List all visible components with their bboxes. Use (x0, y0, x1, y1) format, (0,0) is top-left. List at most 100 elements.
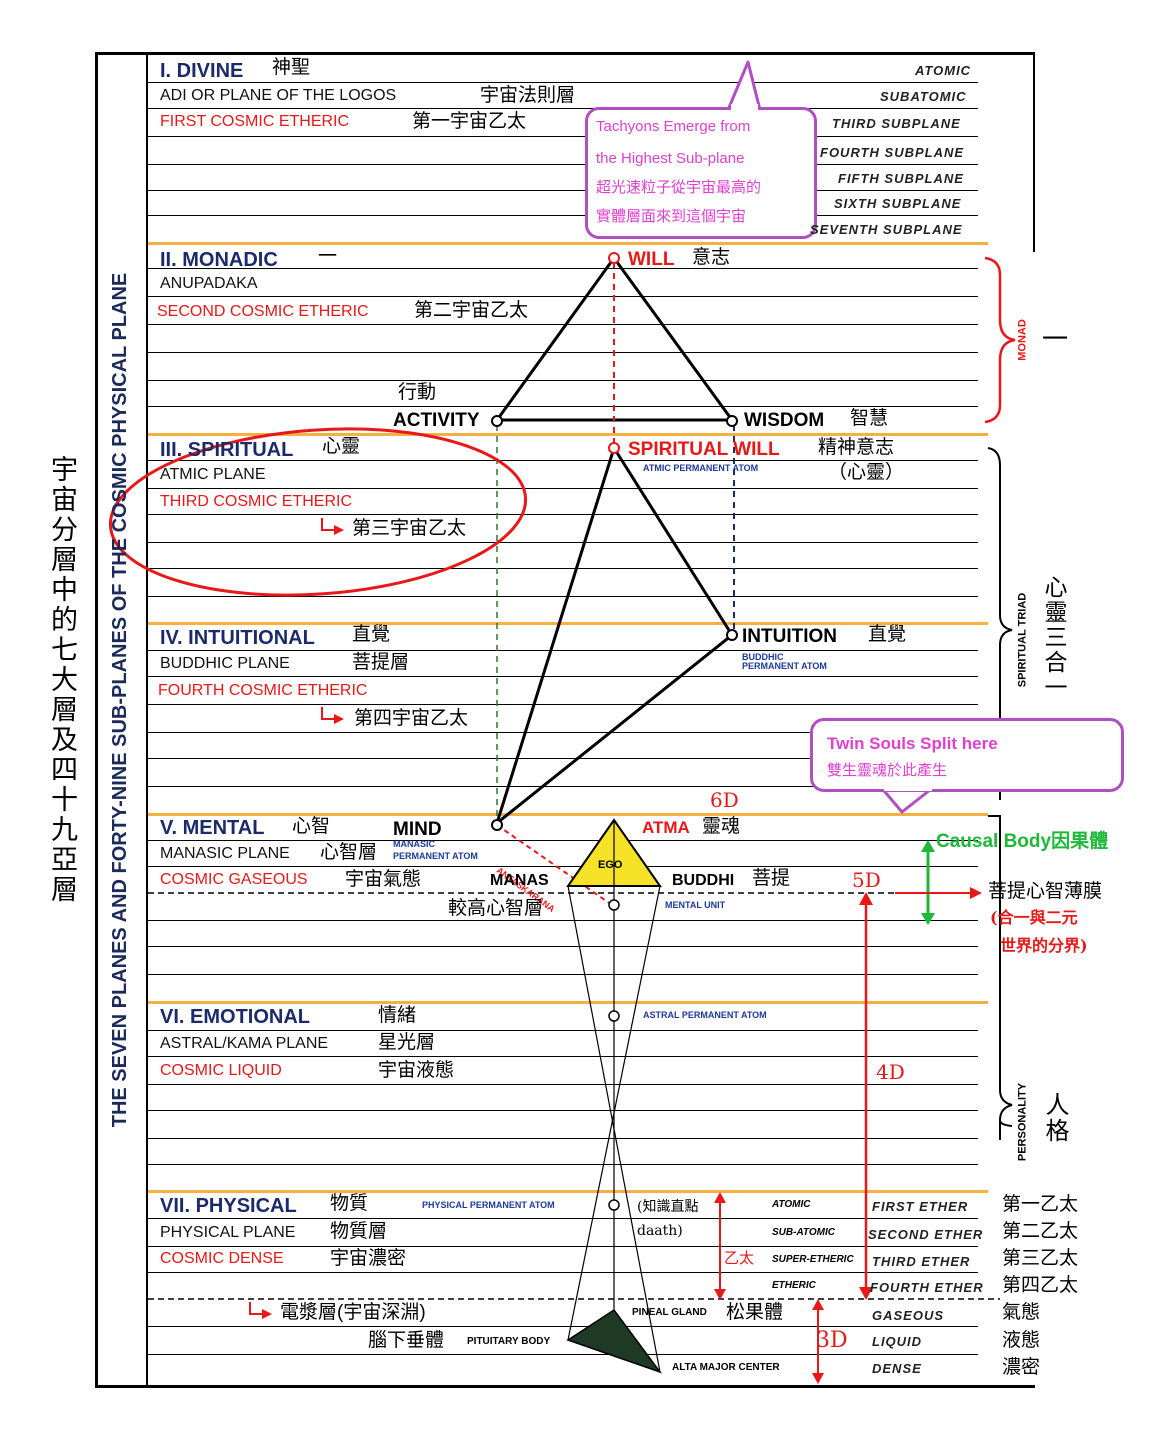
plane-6-line3: COSMIC LIQUID (160, 1062, 282, 1079)
subplane-subatomic: SUBATOMIC (880, 89, 967, 104)
membrane-note-1: (合一與二元 (990, 908, 1078, 927)
pituitary-label: PITUITARY BODY (467, 1336, 551, 1347)
plane-7-line2: PHYSICAL PLANE (160, 1224, 296, 1241)
spiritual-will-label: SPIRITUAL WILL (628, 439, 780, 460)
phys-sub-zh-2: 第二乙太 (1002, 1221, 1079, 1242)
plane-3-line3-zh: 第三宇宙乙太 (352, 518, 467, 539)
plane-6-zh: 情緒 (378, 1005, 417, 1026)
plane-separator-2 (148, 242, 988, 245)
plane-2-line3: SECOND COSMIC ETHERIC (157, 303, 369, 320)
plane-6-title: VI. EMOTIONAL (160, 1006, 310, 1028)
wisdom-label: WISDOM (744, 410, 825, 431)
group-monad-zh: 一 (1042, 324, 1069, 354)
ether-zh: 乙太 (724, 1250, 755, 1267)
spiritual-will-zh: 精神意志 (818, 437, 895, 458)
daath-label-1: (知識直點 (637, 1199, 699, 1215)
plane-5-line2-zh: 心智層 (320, 842, 378, 863)
plane-2-title: II. MONADIC (160, 249, 278, 271)
side-title-en: THE SEVEN PLANES AND FORTY-NINE SUB-PLAN… (109, 272, 131, 1128)
buddhic-atom-label-1: BUDDHIC (742, 652, 784, 662)
phys-sub-zh-7: 濃密 (1002, 1357, 1041, 1378)
plane-7-line3-zh: 宇宙濃密 (330, 1248, 407, 1269)
twin-souls-bubble: Twin Souls Split here 雙生靈魂於此產生 (810, 718, 1124, 792)
manasic-atom-label-2: PERMANENT ATOM (393, 851, 478, 861)
atma-zh: 靈魂 (702, 816, 741, 837)
physical-atom-label: PHYSICAL PERMANENT ATOM (422, 1200, 555, 1210)
pituitary-zh: 腦下垂體 (368, 1330, 445, 1351)
buddhic-atom-label-2: PERMANENT ATOM (742, 661, 827, 671)
subplane-sixth: SIXTH SUBPLANE (834, 196, 962, 211)
group-monad-label: MONAD (1016, 319, 1029, 361)
side-title-zh: 宇宙分層中的七大層及四十九亞層 (47, 455, 77, 905)
group-triad-zh: 心靈三合一 (1041, 575, 1067, 700)
plane-1-zh: 神聖 (272, 57, 311, 78)
plane-separator-5 (148, 813, 988, 816)
daath-label-2: daath) (637, 1223, 683, 1239)
plane-4-line3: FOURTH COSMIC ETHERIC (158, 682, 368, 699)
will-zh: 意志 (692, 247, 731, 268)
subplane-fifth: FIFTH SUBPLANE (838, 171, 964, 186)
phys-sub-right-7: DENSE (872, 1361, 922, 1376)
bubble-mid-line2: 雙生靈魂於此產生 (827, 762, 948, 779)
bubble-top-line1: Tachyons Emerge from (596, 118, 751, 135)
plasma-zh: 電漿層(宇宙深淵) (280, 1302, 426, 1323)
dimension-4d: 4D (876, 1060, 905, 1084)
plane-6-line3-zh: 宇宙液態 (378, 1060, 455, 1081)
causal-body-label: Causal Body因果體 (936, 831, 1109, 852)
plane-4-line2-zh: 菩提層 (352, 652, 410, 673)
dimension-3d: 3D (816, 1328, 848, 1353)
activity-zh: 行動 (398, 382, 437, 403)
manasic-atom-label-1: MANASIC (393, 839, 435, 849)
bubble-top-line4: 實體層面來到這個宇宙 (596, 208, 747, 225)
plane-7-line3: COSMIC DENSE (160, 1250, 284, 1267)
phys-sub-right-1: FIRST ETHER (872, 1199, 969, 1214)
plane-separator-6 (148, 1001, 988, 1004)
bubble-top-line2: the Highest Sub-plane (596, 150, 745, 167)
plane-4-zh: 直覺 (352, 624, 391, 645)
mind-label: MIND (393, 819, 442, 840)
ego-label: EGO (598, 859, 623, 871)
plane-3-title: III. SPIRITUAL (160, 439, 294, 461)
phys-sub-zh-5: 氣態 (1002, 1302, 1041, 1323)
phys-sub-zh-4: 第四乙太 (1002, 1275, 1079, 1296)
spiritual-will-zh2: （心靈） (828, 462, 905, 483)
bubble-tail-mask (731, 104, 758, 112)
plane-1-line2: ADI OR PLANE OF THE LOGOS (160, 87, 397, 104)
group-personality-label: PERSONALITY (1016, 1082, 1029, 1162)
phys-sub-right-3: THIRD ETHER (872, 1254, 971, 1269)
plane-separator-3 (148, 433, 988, 436)
subplane-seventh: SEVENTH SUBPLANE (810, 222, 963, 237)
plane-1-line2-zh: 宇宙法則層 (480, 85, 576, 106)
diagram-frame (95, 52, 1035, 1388)
plane-5-zh: 心智 (292, 816, 331, 837)
plane-3-zh: 心靈 (322, 436, 361, 457)
group-personality-zh: 人格 (1041, 1092, 1068, 1144)
plane-4-title: IV. INTUITIONAL (160, 627, 315, 649)
plane-separator-4 (148, 622, 988, 625)
phys-sub-right-5: GASEOUS (872, 1308, 945, 1323)
pineal-zh: 松果體 (726, 1302, 784, 1323)
bubble-mid-line1: Twin Souls Split here (827, 734, 998, 753)
inner-left-border (146, 52, 148, 1385)
frame-right-border (1033, 52, 1035, 252)
plane-2-line2: ANUPADAKA (160, 275, 258, 292)
phys-sub-zh-1: 第一乙太 (1002, 1194, 1079, 1215)
manas-label: MANAS (490, 872, 549, 889)
frame-left-border (95, 52, 98, 1385)
plane-5-line2: MANASIC PLANE (160, 845, 290, 862)
phys-sub-right-4: FOURTH ETHER (870, 1280, 984, 1295)
phys-sub-zh-3: 第三乙太 (1002, 1248, 1079, 1269)
plane-6-line2-zh: 星光層 (378, 1032, 436, 1053)
plane-2-line3-zh: 第二宇宙乙太 (414, 300, 529, 321)
plane-6-line2: ASTRAL/KAMA PLANE (160, 1035, 329, 1052)
mental-unit-label: MENTAL UNIT (665, 900, 726, 910)
astral-atom-label: ASTRAL PERMANENT ATOM (643, 1010, 767, 1020)
plane-3-line2: ATMIC PLANE (160, 466, 266, 483)
plane-3-line3: THIRD COSMIC ETHERIC (160, 493, 352, 510)
plane-separator-7 (148, 1190, 988, 1193)
intuition-label: INTUITION (742, 626, 837, 647)
plane-7-title: VII. PHYSICAL (160, 1195, 297, 1217)
bubble-tail-mask-2 (884, 783, 932, 791)
buddhi-label: BUDDHI (672, 872, 735, 889)
